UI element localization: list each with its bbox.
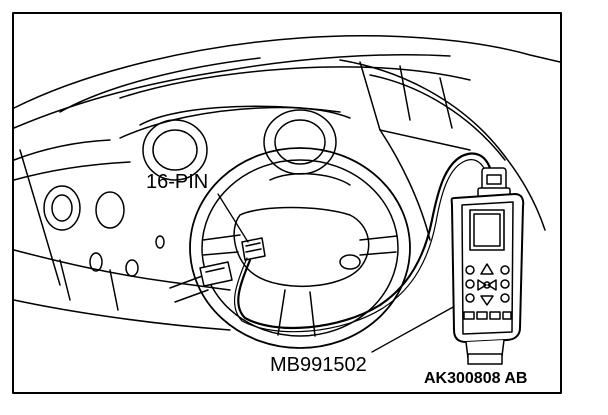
cable — [234, 152, 492, 333]
figure-reference: AK300808 AB — [424, 370, 528, 387]
diagnostic-connector — [199, 237, 266, 287]
connector-leader-line — [217, 193, 249, 243]
tool-leader-line — [371, 305, 456, 353]
tool-part-number: MB991502 — [270, 354, 367, 376]
connector-label: 16-PIN — [146, 171, 209, 193]
steering-wheel — [169, 147, 411, 349]
dashboard-outline — [13, 34, 561, 331]
left-vents — [43, 185, 165, 277]
scan-tool — [450, 167, 525, 365]
